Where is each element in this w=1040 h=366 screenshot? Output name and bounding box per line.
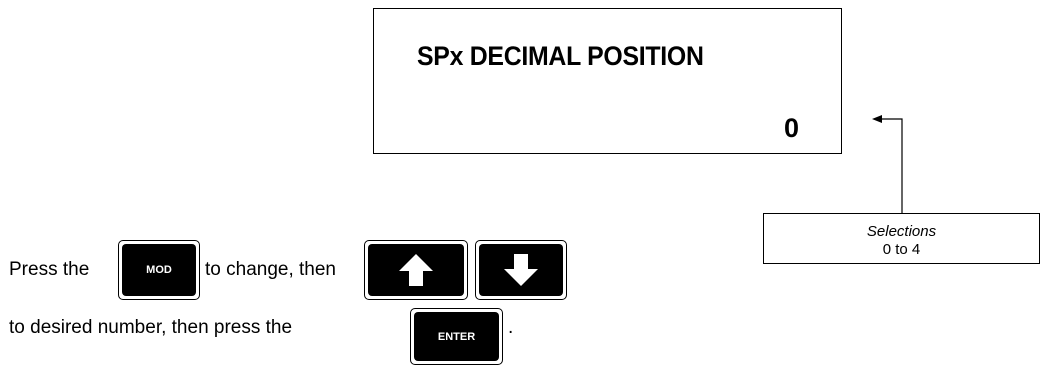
instruction-period: . — [508, 317, 514, 338]
instruction-press-the: Press the — [9, 259, 90, 280]
display-panel: SPx DECIMAL POSITION 0 — [373, 8, 842, 154]
up-arrow-icon — [368, 244, 464, 296]
down-arrow-icon — [479, 244, 563, 296]
connector-arrowhead — [872, 115, 882, 123]
up-key[interactable] — [364, 240, 468, 300]
display-title: SPx DECIMAL POSITION — [417, 41, 704, 71]
selections-range: 0 to 4 — [882, 241, 921, 258]
selections-box: Selections 0 to 4 — [763, 213, 1040, 264]
connector-line — [876, 118, 903, 213]
mod-key-label: MOD — [122, 244, 196, 296]
enter-key[interactable]: ENTER — [410, 308, 503, 365]
enter-key-label: ENTER — [414, 312, 499, 361]
instruction-to-change: to change, then — [205, 259, 336, 280]
display-value: 0 — [783, 113, 799, 143]
instruction-desired-number: to desired number, then press the — [9, 317, 293, 338]
down-key[interactable] — [475, 240, 567, 300]
mod-key[interactable]: MOD — [118, 240, 200, 300]
selections-title: Selections — [866, 223, 937, 240]
